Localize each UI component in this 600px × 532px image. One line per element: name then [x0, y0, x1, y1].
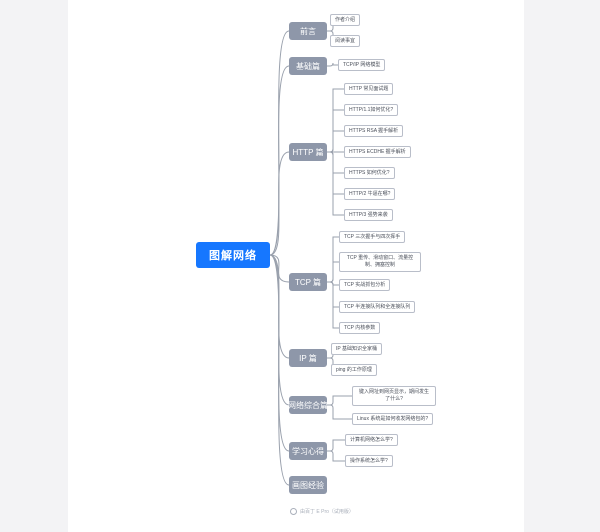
branch-leaf-connector: [327, 88, 344, 153]
leaf-node[interactable]: TCP 内核参数: [339, 322, 381, 334]
leaf-node[interactable]: TCP 三次握手与四次挥手: [339, 231, 406, 243]
leaf-node[interactable]: HTTP/3 强势来袭: [344, 209, 393, 221]
leaf-node[interactable]: HTTPS ECDHE 握手解析: [344, 146, 411, 158]
connector-lines: [269, 19, 352, 486]
branch-leaf-connector: [327, 30, 334, 42]
branch-node-learning[interactable]: 学习心得: [289, 442, 327, 460]
branch-node-basics[interactable]: 基础篇: [289, 57, 327, 75]
branch-node-network-misc[interactable]: 网络综合篇: [288, 396, 328, 414]
branch-leaf-connector: [327, 261, 339, 283]
branch-leaf-connector: [327, 281, 339, 329]
leaf-node[interactable]: HTTP 常见面试题: [344, 83, 394, 95]
leaf-node[interactable]: TCP 半连接队列和全连接队列: [339, 301, 416, 313]
leaf-node[interactable]: HTTPS 如何优化?: [344, 167, 395, 179]
branch-leaf-connector: [327, 450, 345, 462]
branch-leaf-connector: [327, 357, 334, 371]
leaf-node[interactable]: TCP 实战抓包分析: [339, 279, 391, 291]
leaf-node[interactable]: HTTP/1.1如何优化?: [344, 104, 399, 116]
root-branch-connector: [269, 254, 290, 359]
leaf-node[interactable]: TCP/IP 网络模型: [338, 59, 386, 71]
root-branch-connector: [269, 254, 290, 452]
branch-leaf-connector: [327, 395, 352, 406]
leaf-node[interactable]: IP 基础知识全家桶: [331, 343, 383, 355]
branch-leaf-connector: [327, 439, 345, 452]
app-logo-icon: [290, 508, 297, 515]
leaf-node[interactable]: TCP 重传、滑动窗口、流量控制、拥塞控制: [339, 252, 421, 272]
footer-text: 由百丁 E Pro（试用版）: [300, 509, 354, 515]
branch-leaf-connector: [327, 130, 344, 153]
mindmap-canvas: 图解网络 前言 基础篇 HTTP 篇 TCP 篇 IP 篇 网络综合篇 学习心得…: [68, 0, 524, 532]
watermark-footer: 由百丁 E Pro（试用版）: [290, 508, 354, 515]
root-branch-connector: [269, 254, 290, 486]
root-branch-connector: [269, 254, 290, 283]
root-branch-connector: [269, 151, 290, 256]
branch-leaf-connector: [327, 62, 338, 67]
leaf-node[interactable]: 作者介绍: [330, 14, 361, 26]
root-branch-connector: [269, 65, 290, 256]
root-node[interactable]: 图解网络: [196, 242, 270, 268]
leaf-node[interactable]: 键入网址到网页显示，期间发生了什么?: [352, 386, 436, 406]
branch-leaf-connector: [327, 151, 344, 174]
leaf-node[interactable]: HTTP/2 牛逼在哪?: [344, 188, 396, 200]
branch-node-tcp[interactable]: TCP 篇: [289, 273, 327, 291]
leaf-node[interactable]: 操作系统怎么学?: [345, 455, 393, 467]
leaf-node[interactable]: HTTPS RSA 握手解析: [344, 125, 404, 137]
branch-leaf-connector: [327, 151, 344, 216]
leaf-node[interactable]: 阅读事宜: [330, 35, 361, 47]
leaf-node[interactable]: Linux 系统是如何收发网络包的?: [352, 413, 434, 425]
root-branch-connector: [269, 30, 290, 256]
branch-node-http[interactable]: HTTP 篇: [289, 143, 327, 161]
branch-leaf-connector: [327, 404, 352, 420]
branch-node-preface[interactable]: 前言: [289, 22, 327, 40]
branch-node-drawing[interactable]: 画图经验: [289, 476, 327, 494]
branch-node-ip[interactable]: IP 篇: [289, 349, 327, 367]
leaf-node[interactable]: 计算机网络怎么学?: [345, 434, 398, 446]
leaf-node[interactable]: ping 的工作原理: [331, 364, 377, 376]
